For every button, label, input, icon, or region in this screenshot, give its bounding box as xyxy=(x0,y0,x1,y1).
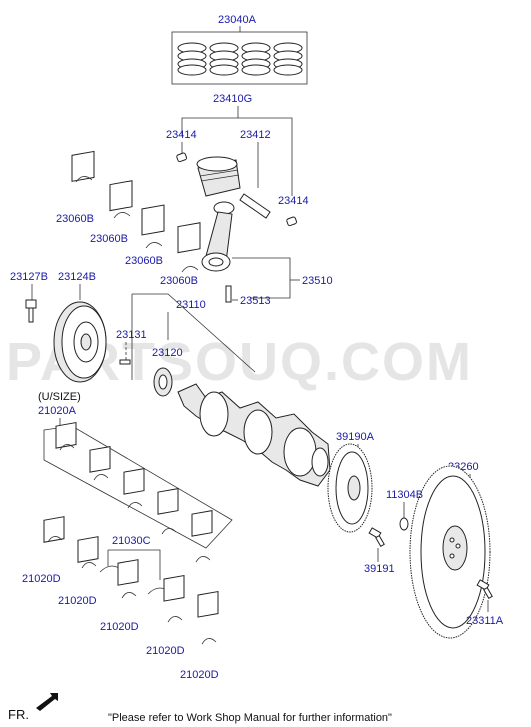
label-23311A[interactable]: 23311A xyxy=(466,615,504,627)
label-23120[interactable]: 23120 xyxy=(152,347,183,359)
label-21020D-3[interactable]: 21020D xyxy=(100,621,139,633)
label-23060B-1[interactable]: 23060B xyxy=(56,213,94,225)
label-21020D-1[interactable]: 21020D xyxy=(22,573,61,585)
main-bearing-d5[interactable] xyxy=(197,590,219,645)
main-bearing-a5[interactable] xyxy=(191,510,213,563)
label-23414-right[interactable]: 23414 xyxy=(278,195,309,207)
label-23412[interactable]: 23412 xyxy=(240,129,271,141)
main-bearing-a4[interactable] xyxy=(157,488,179,535)
crank-sprocket[interactable] xyxy=(153,367,173,397)
label-39190A[interactable]: 39190A xyxy=(336,431,375,443)
label-11304B[interactable]: 11304B xyxy=(386,489,423,501)
label-23513[interactable]: 23513 xyxy=(240,295,271,307)
piston[interactable] xyxy=(196,156,241,197)
rod-bearing-3[interactable] xyxy=(141,204,165,249)
connecting-rod[interactable] xyxy=(201,201,235,272)
main-bearing-a3[interactable] xyxy=(123,468,145,509)
label-21020D-4[interactable]: 21020D xyxy=(146,645,185,657)
main-bearing-a2[interactable] xyxy=(89,446,111,481)
piston-clip-left[interactable] xyxy=(176,152,188,163)
label-23410G[interactable]: 23410G xyxy=(213,93,252,105)
label-23131[interactable]: 23131 xyxy=(116,329,147,341)
footer-note: "Please refer to Work Shop Manual for fu… xyxy=(108,712,392,724)
label-23127B[interactable]: 23127B xyxy=(10,271,48,283)
label-39191[interactable]: 39191 xyxy=(364,563,395,575)
rod-bearing-4[interactable] xyxy=(177,222,201,273)
piston-pin[interactable] xyxy=(239,193,271,219)
label-21030C[interactable]: 21030C xyxy=(112,535,151,547)
label-21020D-2[interactable]: 21020D xyxy=(58,595,97,607)
front-label: FR. xyxy=(8,707,29,722)
flywheel-bolt[interactable] xyxy=(476,579,493,600)
crankshaft-pulley[interactable] xyxy=(53,301,107,383)
front-arrow-icon xyxy=(36,693,58,711)
label-usize: (U/SIZE) xyxy=(38,391,81,403)
main-bearing-d2[interactable] xyxy=(77,536,99,569)
label-21020D-5[interactable]: 21020D xyxy=(180,669,219,681)
piston-clip-right[interactable] xyxy=(286,216,298,227)
piston-ring-set[interactable] xyxy=(171,31,308,85)
main-bearing-d1[interactable] xyxy=(43,516,65,543)
label-23414-left[interactable]: 23414 xyxy=(166,129,197,141)
rod-bolt[interactable] xyxy=(225,285,232,303)
label-23060B-3[interactable]: 23060B xyxy=(125,255,163,267)
label-21020A[interactable]: 21020A xyxy=(38,405,77,417)
label-23510[interactable]: 23510 xyxy=(302,275,333,287)
main-bearing-a1[interactable] xyxy=(55,422,77,451)
pulley-bolt[interactable] xyxy=(25,299,37,323)
label-23060B-4[interactable]: 23060B xyxy=(160,275,198,287)
label-23040A[interactable]: 23040A xyxy=(218,14,257,26)
plate-bolt[interactable] xyxy=(368,527,385,548)
flywheel[interactable] xyxy=(409,465,491,639)
crankshaft[interactable] xyxy=(177,383,331,487)
crank-key[interactable] xyxy=(119,359,131,365)
pilot-bushing[interactable] xyxy=(399,517,409,531)
drive-plate[interactable] xyxy=(327,443,373,533)
rod-bearing-2[interactable] xyxy=(109,180,133,219)
main-bearing-d4[interactable] xyxy=(163,574,185,623)
label-23124B[interactable]: 23124B xyxy=(58,271,96,283)
rod-bearing-1[interactable] xyxy=(71,150,95,183)
label-23060B-2[interactable]: 23060B xyxy=(90,233,128,245)
main-bearing-d3[interactable] xyxy=(117,559,139,599)
